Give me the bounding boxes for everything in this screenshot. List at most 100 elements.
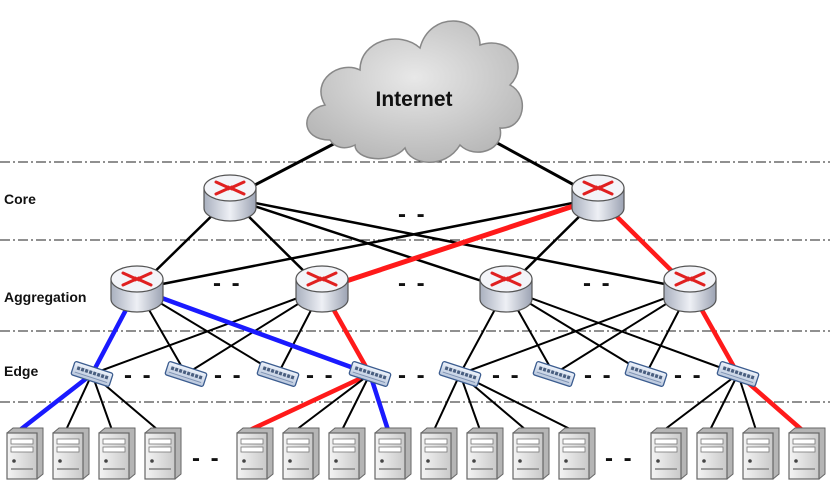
switch-trim	[536, 371, 570, 384]
layer-separators	[0, 161, 830, 403]
router-arrow-hub	[685, 276, 691, 282]
switch-port	[358, 367, 363, 372]
link-core-aggregation-red	[319, 195, 601, 292]
server-drive	[148, 446, 172, 453]
server-vent	[701, 468, 723, 470]
switch-port	[550, 370, 555, 375]
server-vent	[333, 468, 355, 470]
switch-port	[654, 373, 659, 379]
router-arrow	[323, 271, 338, 280]
server-led	[656, 459, 660, 463]
server-led	[242, 459, 246, 463]
edge-switch-icon	[532, 361, 576, 387]
server-drive	[286, 446, 310, 453]
server-drive	[792, 446, 816, 453]
server-vent	[747, 468, 769, 470]
server-drive	[10, 446, 34, 453]
link-aggregation-edge	[91, 288, 323, 375]
server-led	[748, 459, 752, 463]
aggregation-router-icon	[479, 265, 533, 313]
switch-port	[538, 366, 543, 371]
ellipsis-agg-1: - -	[213, 270, 242, 297]
server-led	[426, 459, 430, 463]
server-drive	[746, 438, 770, 445]
link-edge-server	[341, 373, 371, 431]
server-icon	[696, 427, 734, 480]
layer-label-core: Core	[4, 191, 36, 207]
server-vent	[517, 468, 539, 470]
router-arrow	[507, 278, 522, 287]
link-edge-server	[433, 373, 461, 431]
server-drive	[746, 446, 770, 453]
switch-port	[562, 373, 567, 379]
ellipsis-servers-1: - -	[192, 445, 221, 472]
server-icon	[512, 427, 550, 480]
router-arrow-hub	[317, 276, 323, 282]
link-edge-server	[459, 373, 481, 431]
server-drive	[332, 438, 356, 445]
core-router-icon	[203, 174, 257, 222]
router-arrow-hub	[229, 185, 235, 191]
router-arrow	[490, 271, 505, 280]
switch-port	[100, 373, 105, 379]
network-nodes	[6, 174, 826, 480]
edge-switch-icon	[438, 361, 482, 387]
router-arrow	[674, 278, 689, 287]
edge-switch-icon	[348, 361, 392, 387]
server-drive	[654, 446, 678, 453]
server-icon	[558, 427, 596, 480]
switch-trim	[352, 371, 386, 384]
server-vent	[11, 468, 33, 470]
switch-port	[194, 373, 199, 379]
switch-trim	[720, 371, 754, 384]
router-arrow	[691, 278, 706, 287]
router-arrow	[599, 187, 614, 196]
server-drive	[424, 438, 448, 445]
core-router-icon	[571, 174, 625, 222]
server-drive	[700, 446, 724, 453]
router-arrow-hub	[597, 185, 603, 191]
router-arrow	[490, 278, 505, 287]
server-icon	[420, 427, 458, 480]
server-vent	[655, 468, 677, 470]
router-arrow	[138, 278, 153, 287]
cloud-icon	[306, 20, 524, 163]
switch-trim	[442, 371, 476, 384]
switch-port	[738, 371, 743, 376]
server-drive	[378, 438, 402, 445]
router-arrow-hub	[593, 185, 599, 191]
switch-port	[638, 368, 643, 374]
switch-port	[362, 368, 367, 374]
server-icon	[52, 427, 90, 480]
server-led	[288, 459, 292, 463]
server-vent	[149, 468, 171, 470]
layer-label-edge: Edge	[4, 363, 38, 379]
switch-port	[646, 371, 651, 376]
link-edge-server	[65, 373, 93, 431]
router-arrow	[214, 180, 229, 189]
switch-port	[472, 375, 477, 380]
ellipsis-edge-2: - -	[214, 362, 243, 389]
ellipsis-edge-1: - -	[124, 362, 153, 389]
switch-port	[444, 366, 449, 371]
server-drive	[378, 446, 402, 453]
switch-port	[374, 372, 379, 377]
switch-port	[170, 366, 175, 371]
server-drive	[240, 446, 264, 453]
router-arrow-hub	[501, 276, 507, 282]
edge-switch-icon	[624, 361, 668, 387]
server-led	[12, 459, 16, 463]
server-icon	[6, 427, 44, 480]
server-led	[472, 459, 476, 463]
switch-port	[448, 367, 453, 372]
switch-port	[366, 370, 371, 375]
switch-port	[452, 368, 457, 374]
link-edge-server	[295, 373, 371, 431]
switch-trim	[168, 371, 202, 384]
ellipsis-edge-6: - -	[584, 362, 613, 389]
link-edge-server	[247, 371, 373, 433]
cloud-label: Internet	[375, 88, 452, 111]
switch-port	[354, 366, 359, 371]
switch-port	[378, 373, 383, 379]
server-led	[794, 459, 798, 463]
